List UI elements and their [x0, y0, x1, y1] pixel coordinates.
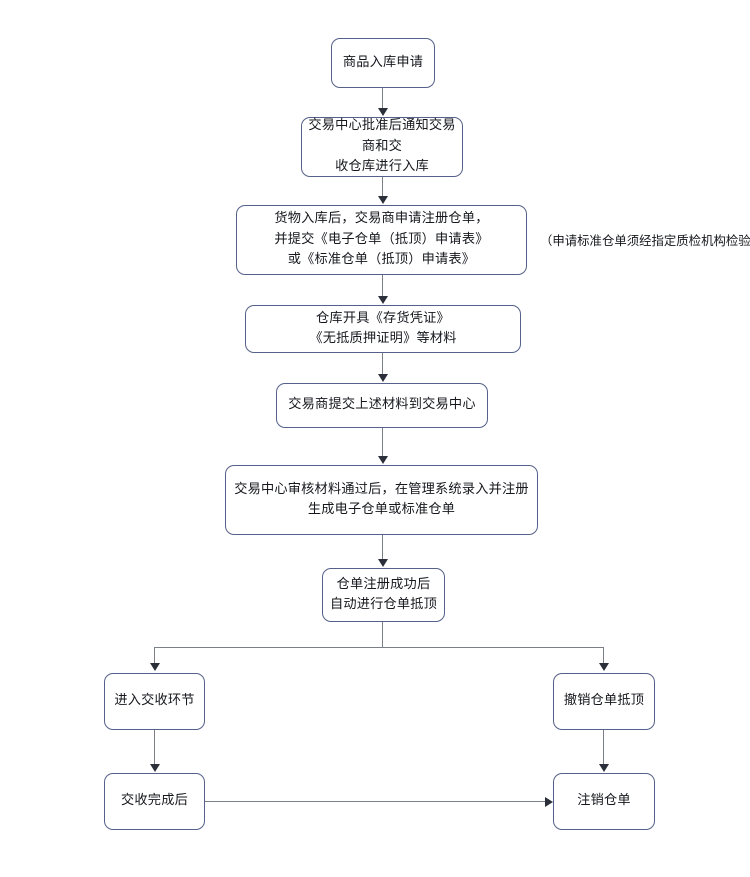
- edge-n7-split: [382, 622, 384, 648]
- node-exchange-reviews-and-registers[interactable]: 交易中心审核材料通过后，在管理系统录入并注册 生成电子仓单或标准仓单: [225, 465, 538, 535]
- arrowhead-n9-n11: [598, 764, 609, 772]
- node-auto-offset-after-registration[interactable]: 仓单注册成功后 自动进行仓单抵顶: [322, 568, 445, 622]
- arrowhead-n3-n4: [377, 296, 388, 304]
- arrowhead-n2-n3: [377, 196, 388, 204]
- arrowhead-n6-n7: [377, 559, 388, 567]
- node-goods-inbound-application[interactable]: 商品入库申请: [331, 38, 435, 88]
- edge-n4-n5: [382, 353, 384, 375]
- edge-n5-n6: [382, 428, 384, 457]
- arrowhead-n8-n10: [149, 764, 160, 772]
- arrowhead-n1-n2: [377, 108, 388, 116]
- arrowhead-n5-n6: [377, 456, 388, 464]
- edge-n2-n3: [382, 177, 384, 197]
- edge-n1-n2: [382, 88, 384, 109]
- arrowhead-n10-n11: [545, 797, 553, 807]
- arrowhead-bus-n9: [598, 663, 609, 671]
- edge-n3-n4: [382, 275, 384, 297]
- arrowhead-n4-n5: [377, 374, 388, 382]
- annotation-standard-receipt-inspection: （申请标准仓单须经指定质检机构检验）: [540, 233, 750, 248]
- node-enter-delivery-phase[interactable]: 进入交收环节: [104, 673, 205, 730]
- node-trader-submits-materials[interactable]: 交易商提交上述材料到交易中心: [276, 383, 488, 428]
- node-exchange-approval-notice[interactable]: 交易中心批准后通知交易商和交 收仓库进行入库: [301, 117, 463, 177]
- edge-bus-n8: [154, 647, 156, 664]
- node-cancel-receipt-offset[interactable]: 撤销仓单抵顶: [553, 673, 655, 730]
- node-warehouse-receipt-registration-request[interactable]: 货物入库后，交易商申请注册仓单， 并提交《电子仓单（抵顶）申请表》 或《标准仓单…: [236, 205, 527, 275]
- edge-bus-n9: [603, 647, 605, 664]
- edge-split-bus: [154, 647, 604, 649]
- node-deregister-warehouse-receipt[interactable]: 注销仓单: [553, 773, 655, 830]
- edge-n6-n7: [382, 535, 384, 560]
- edge-n10-n11: [205, 801, 545, 803]
- node-warehouse-issues-documents[interactable]: 仓库开具《存货凭证》 《无抵质押证明》等材料: [245, 305, 521, 353]
- arrowhead-bus-n8: [149, 663, 160, 671]
- edge-n9-n11: [603, 730, 605, 765]
- node-after-delivery-complete[interactable]: 交收完成后: [104, 773, 205, 830]
- edge-n8-n10: [154, 730, 156, 765]
